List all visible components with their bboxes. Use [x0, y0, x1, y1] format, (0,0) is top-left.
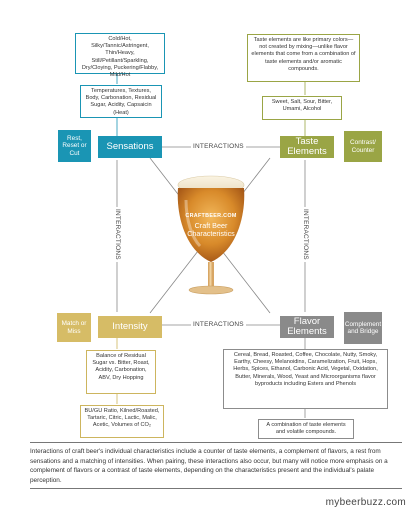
interactions-label-right: INTERACTIONS: [301, 207, 309, 262]
brand-logo: CRAFTBEER.COM: [185, 213, 237, 219]
sensations-components-box: Temperatures, Textures, Body, Carbonatio…: [80, 85, 162, 118]
interactions-label-left: INTERACTIONS: [113, 207, 121, 262]
caption-divider-top: [30, 442, 402, 443]
taste-elements-side-label: Contrast/ Counter: [344, 131, 382, 162]
intensity-side-label: Match or Miss: [57, 313, 91, 342]
sensations-descriptors-box: Cold/Hot, Silky/Tannic/Astringent, Thin/…: [75, 33, 165, 78]
flavor-elements-label: Flavor Elements: [280, 316, 334, 338]
intensity-balance-box: Balance of Residual Sugar vs. Bitter, Ro…: [86, 350, 156, 394]
taste-elements-list-box: Sweet, Salt, Sour, Bitter, Umami, Alcoho…: [262, 96, 342, 120]
caption-text: Interactions of craft beer's individual …: [30, 448, 388, 484]
interactions-label-bottom: INTERACTIONS: [191, 321, 246, 329]
taste-elements-description-box: Taste elements are like primary colors—n…: [247, 34, 360, 82]
interactions-label-top: INTERACTIONS: [191, 143, 246, 151]
sensations-side-label: Rest, Reset or Cut: [58, 130, 91, 162]
intensity-label: Intensity: [98, 316, 162, 338]
taste-elements-label: Taste Elements: [280, 136, 334, 158]
sensations-label: Sensations: [98, 136, 162, 158]
flavor-elements-definition-box: A combination of taste elements and vola…: [258, 419, 354, 439]
caption-divider-bottom: [30, 488, 402, 489]
watermark: mybeerbuzz.com: [325, 497, 406, 508]
flavor-elements-side-label: Complement and Bridge: [344, 312, 382, 344]
beer-glass-illustration: [177, 175, 245, 295]
intensity-measures-box: BU/GU Ratio, Kilned/Roasted, Tartaric, C…: [80, 405, 164, 438]
flavor-elements-list-box: Cereal, Bread, Roasted, Coffee, Chocolat…: [223, 349, 388, 409]
center-title: Craft Beer Characteristics: [187, 221, 235, 239]
